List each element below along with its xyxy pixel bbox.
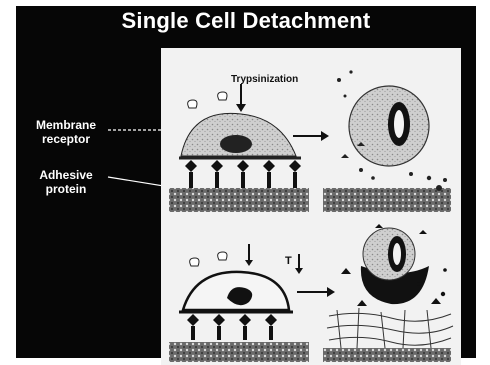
- cell-detachment-figure: Trypsinization: [161, 48, 461, 365]
- extracellular-matrix-mesh: [327, 308, 453, 348]
- receptor-icon: [188, 100, 197, 108]
- slide: Single Cell Detachment Membrane receptor…: [16, 6, 476, 358]
- receptor-icon: [218, 92, 227, 100]
- t-label: T: [285, 255, 292, 267]
- trypsinization-label: Trypsinization: [231, 74, 298, 85]
- adhesion-proteins-top: [185, 160, 301, 188]
- figure-drawing: Trypsinization: [161, 48, 461, 365]
- adhesion-proteins-bottom: [187, 314, 277, 340]
- cell-nucleus-top: [220, 135, 252, 153]
- receptor-icon: [218, 252, 227, 260]
- receptor-icon: [190, 258, 199, 266]
